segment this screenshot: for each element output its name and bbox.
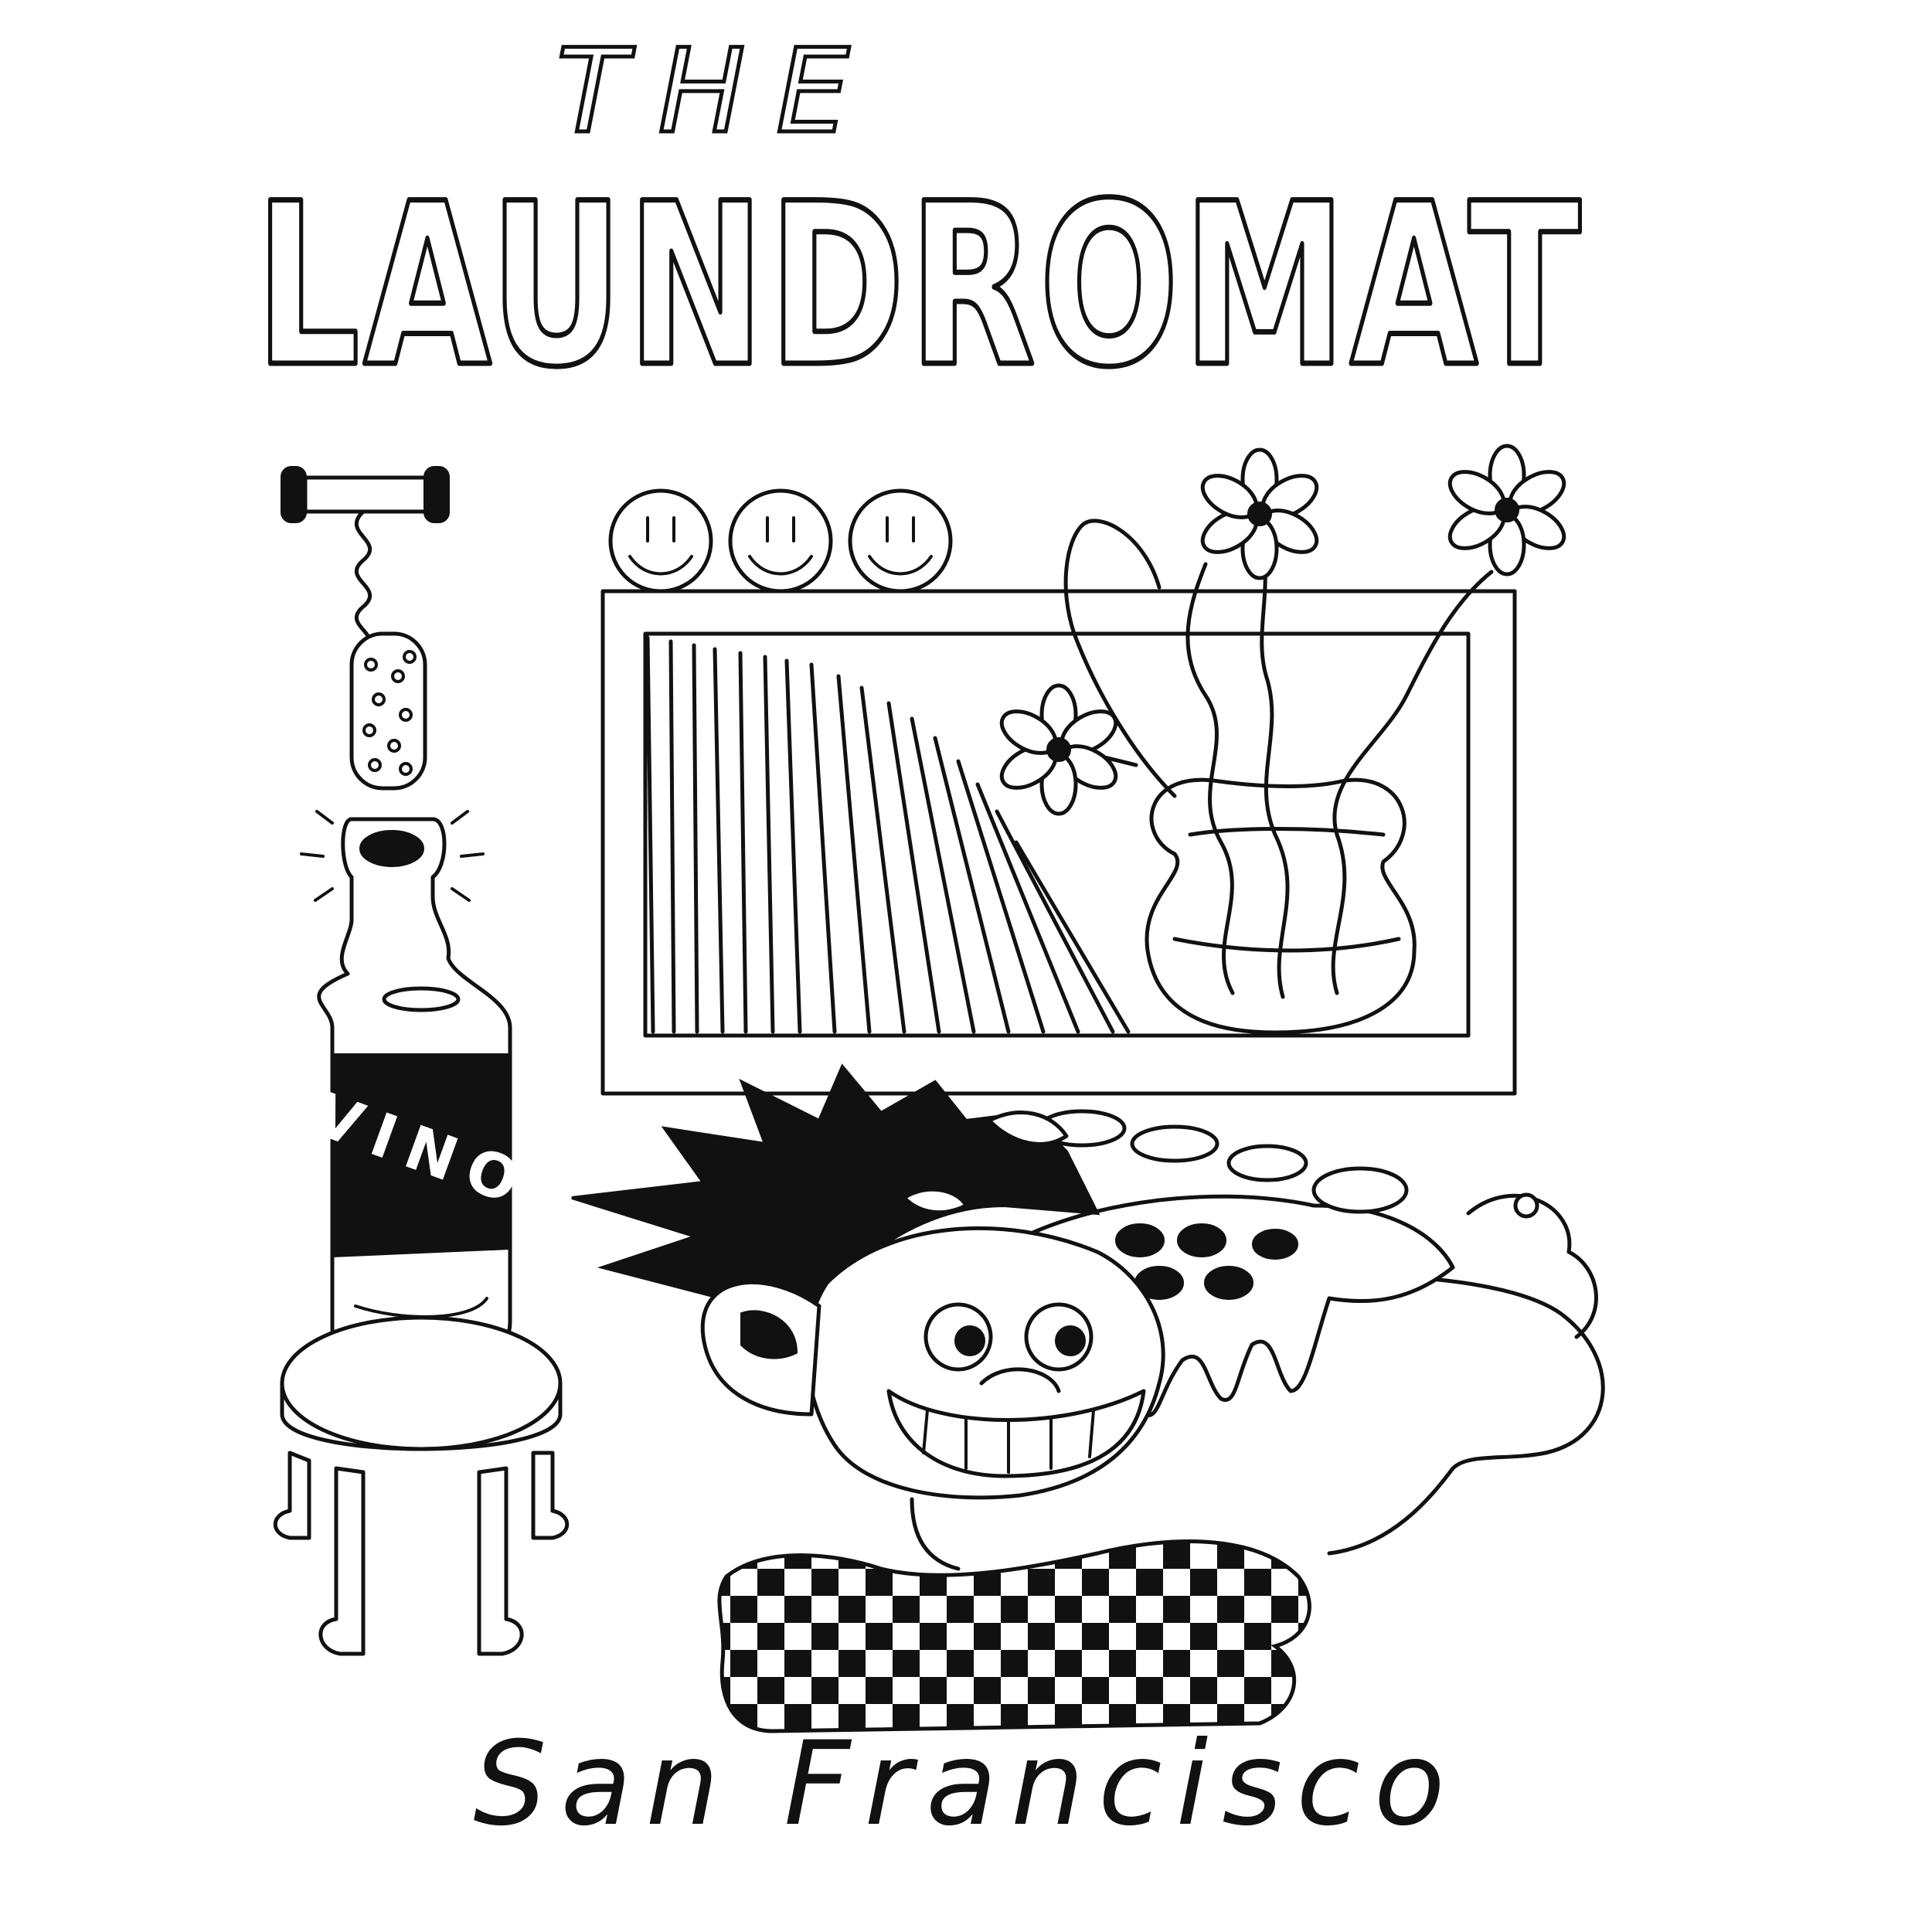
- character-hair: [571, 1063, 1100, 1324]
- wine-bottle-icon: VINO: [300, 810, 541, 1371]
- corkscrew-icon: [281, 466, 450, 655]
- smiley-face-icon: [728, 488, 833, 594]
- flower-icon: [1200, 447, 1319, 580]
- title: LAUNDROMAT: [255, 156, 1584, 417]
- vase-icon: [1145, 777, 1417, 1035]
- flower-stems: [1056, 519, 1494, 999]
- city-name: San Francisco: [473, 1717, 1458, 1852]
- flower-icon: [999, 683, 1118, 816]
- flower-icon: [1447, 444, 1566, 577]
- record-shelf-icon: [600, 589, 1517, 1096]
- smiley-face-icon: [848, 488, 953, 594]
- character-face: [700, 1226, 1165, 1571]
- checkered-shirt-icon: [717, 1539, 1311, 1733]
- smiley-face-icon: [608, 488, 713, 594]
- title-prefix: THE: [556, 25, 880, 159]
- stool-icon: [273, 1315, 570, 1656]
- cork-icon: [349, 631, 427, 791]
